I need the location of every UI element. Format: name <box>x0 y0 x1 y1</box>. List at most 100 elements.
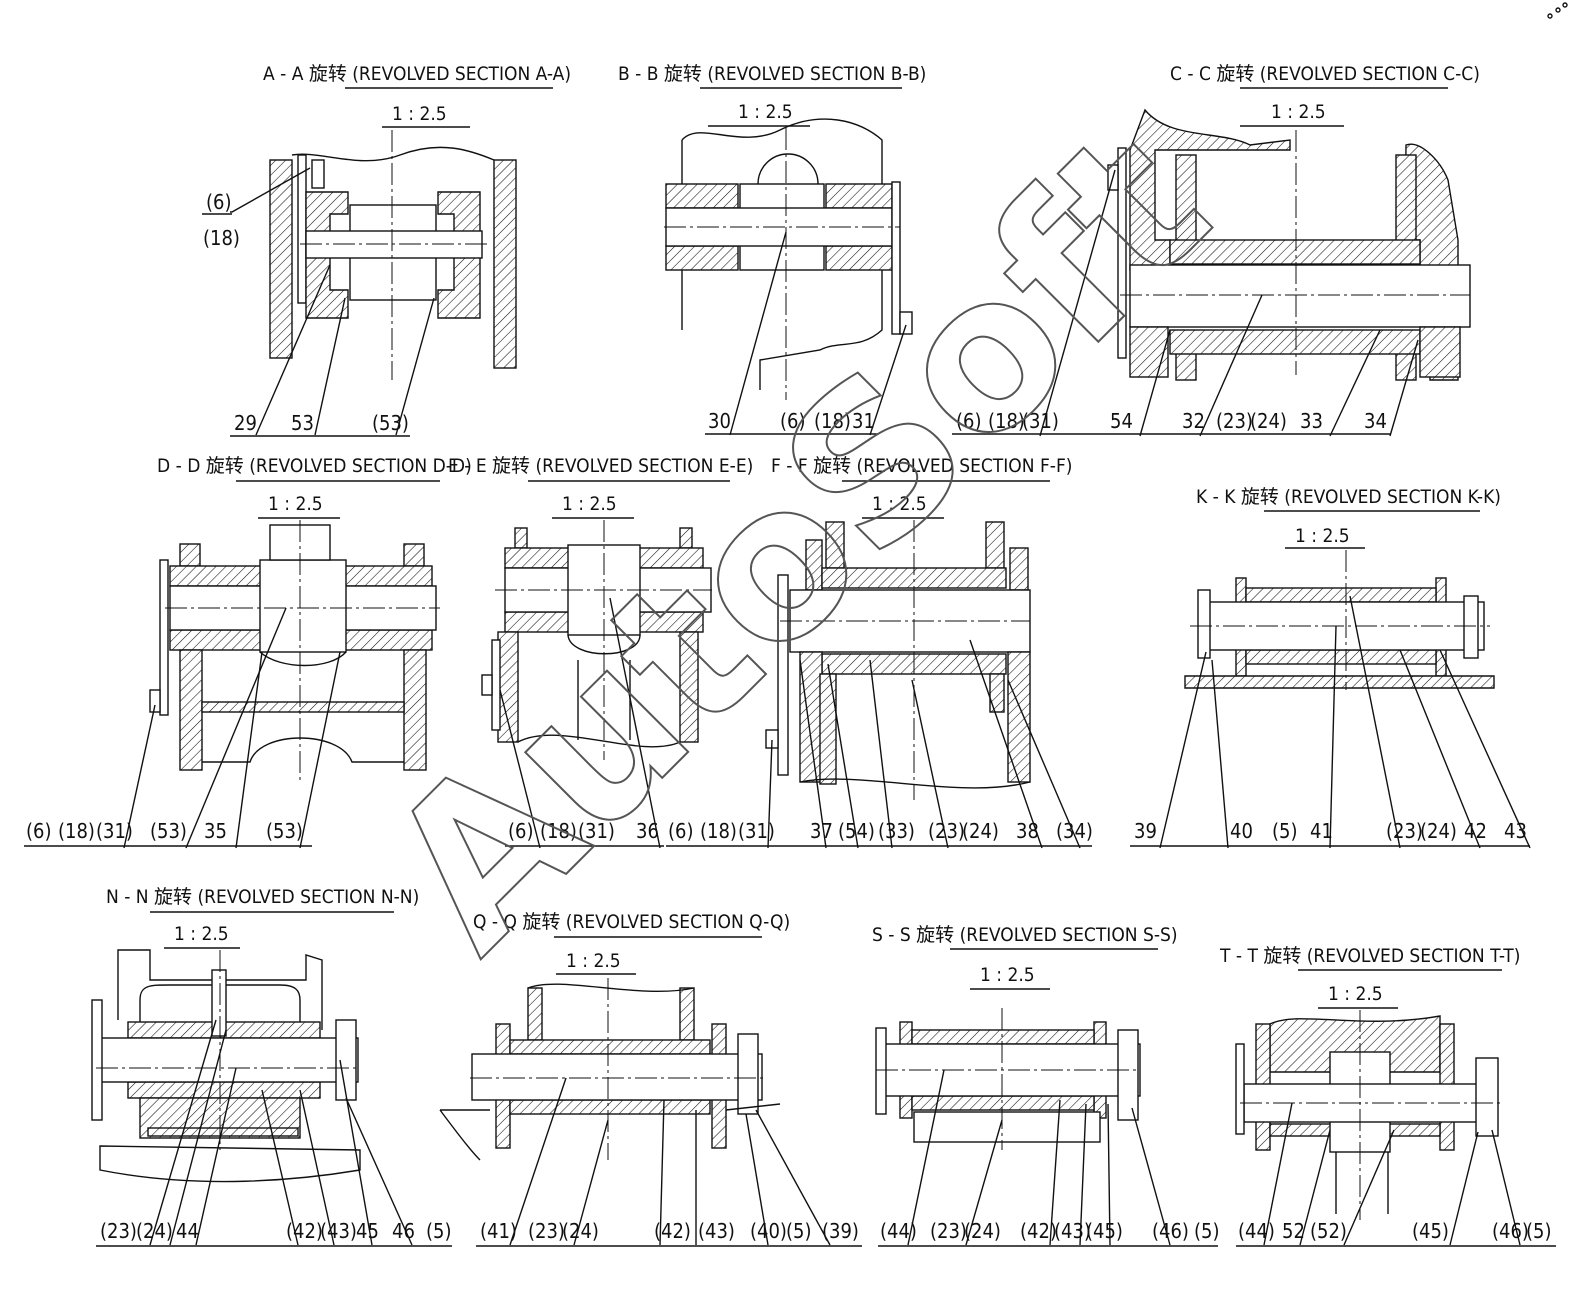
bb-callout-1: 30 <box>708 409 731 433</box>
dd-callout-2: (18) <box>58 819 95 843</box>
qq-callout-1: (41) <box>480 1219 517 1243</box>
qq-callout-4: (42) <box>654 1219 691 1243</box>
cc-callout-8: 33 <box>1300 409 1323 433</box>
tt-callout-4: (45) <box>1412 1219 1449 1243</box>
section-e-e-scale: 1 : 2.5 <box>562 493 617 515</box>
cc-callout-6: (23) <box>1216 409 1253 433</box>
qq-callout-7: (5) <box>786 1219 812 1243</box>
ff-callout-1: (6) <box>668 819 694 843</box>
section-q-q-title: Q - Q 旋转 (REVOLVED SECTION Q-Q) <box>473 911 790 933</box>
section-a-a: A - A 旋转 (REVOLVED SECTION A-A) 1 : 2.5 … <box>202 63 571 437</box>
nn-callout-6: 45 <box>356 1219 379 1243</box>
section-e-e: E - E 旋转 (REVOLVED SECTION E-E) 1 : 2.5 … <box>448 455 753 849</box>
kk-callout-5: (23) <box>1386 819 1423 843</box>
nn-callout-2: (24) <box>136 1219 173 1243</box>
ee-callout-2: (18) <box>540 819 577 843</box>
section-c-c: C - C 旋转 (REVOLVED SECTION C-C) 1 : 2.5 … <box>952 63 1480 437</box>
section-s-s-title: S - S 旋转 (REVOLVED SECTION S-S) <box>872 924 1178 946</box>
cc-callout-9: 34 <box>1364 409 1387 433</box>
qq-callout-5: (43) <box>698 1219 735 1243</box>
tt-callout-6: (5) <box>1526 1219 1552 1243</box>
dd-callout-5: 35 <box>204 819 227 843</box>
ee-callout-1: (6) <box>508 819 534 843</box>
section-b-b-title: B - B 旋转 (REVOLVED SECTION B-B) <box>618 63 926 85</box>
ss-callout-7: (46) <box>1152 1219 1189 1243</box>
section-f-f: F - F 旋转 (REVOLVED SECTION F-F) 1 : 2.5 … <box>666 455 1093 849</box>
nn-callout-5: (43) <box>320 1219 357 1243</box>
section-n-n: N - N 旋转 (REVOLVED SECTION N-N) 1 : 2.5 … <box>91 886 452 1247</box>
section-b-b-scale: 1 : 2.5 <box>738 101 793 123</box>
section-t-t-title: T - T 旋转 (REVOLVED SECTION T-T) <box>1219 945 1520 967</box>
tt-callout-5: (46) <box>1492 1219 1529 1243</box>
kk-callout-1: 39 <box>1134 819 1157 843</box>
qq-callout-6: (40) <box>750 1219 787 1243</box>
dd-callout-3: (31) <box>96 819 133 843</box>
ee-callout-4: 36 <box>636 819 659 843</box>
section-n-n-scale: 1 : 2.5 <box>174 923 229 945</box>
ss-callout-2: (23) <box>930 1219 967 1243</box>
tt-callout-3: (52) <box>1310 1219 1347 1243</box>
dd-callout-6: (53) <box>266 819 303 843</box>
bb-callout-3: (18) <box>814 409 851 433</box>
aa-callout-2: (18) <box>203 226 240 250</box>
bb-callout-2: (6) <box>780 409 806 433</box>
section-d-d-scale: 1 : 2.5 <box>268 493 323 515</box>
ss-callout-3: (24) <box>964 1219 1001 1243</box>
bb-callout-4: 31 <box>852 409 875 433</box>
dd-callout-4: (53) <box>150 819 187 843</box>
tt-callout-1: (44) <box>1238 1219 1275 1243</box>
ff-callout-4: 37 <box>810 819 833 843</box>
section-t-t: T - T 旋转 (REVOLVED SECTION T-T) 1 : 2.5 … <box>1219 945 1556 1247</box>
nn-callout-3: 44 <box>176 1219 199 1243</box>
section-a-a-scale: 1 : 2.5 <box>392 103 447 125</box>
cc-callout-4: 54 <box>1110 409 1133 433</box>
section-q-q: Q - Q 旋转 (REVOLVED SECTION Q-Q) 1 : 2.5 … <box>439 911 862 1247</box>
ff-callout-9: 38 <box>1016 819 1039 843</box>
ss-callout-6: (45) <box>1086 1219 1123 1243</box>
ff-callout-6: (33) <box>878 819 915 843</box>
section-c-c-title: C - C 旋转 (REVOLVED SECTION C-C) <box>1170 63 1480 85</box>
section-s-s: S - S 旋转 (REVOLVED SECTION S-S) 1 : 2.5 … <box>872 924 1220 1247</box>
kk-callout-8: 43 <box>1504 819 1527 843</box>
ff-callout-10: (34) <box>1056 819 1093 843</box>
section-t-t-scale: 1 : 2.5 <box>1328 983 1383 1005</box>
dd-callout-1: (6) <box>26 819 52 843</box>
corner-mark <box>1547 2 1568 19</box>
section-k-k-title: K - K 旋转 (REVOLVED SECTION K-K) <box>1196 486 1501 508</box>
section-c-c-scale: 1 : 2.5 <box>1271 101 1326 123</box>
cc-callout-7: (24) <box>1250 409 1287 433</box>
tt-callout-2: 52 <box>1282 1219 1305 1243</box>
section-n-n-title: N - N 旋转 (REVOLVED SECTION N-N) <box>106 886 419 908</box>
nn-callout-1: (23) <box>100 1219 137 1243</box>
cc-callout-1: (6) <box>956 409 982 433</box>
ss-callout-4: (42) <box>1020 1219 1057 1243</box>
section-k-k: K - K 旋转 (REVOLVED SECTION K-K) 1 : 2.5 … <box>1130 486 1531 849</box>
ss-callout-8: (5) <box>1194 1219 1220 1243</box>
cc-callout-5: 32 <box>1182 409 1205 433</box>
section-q-q-scale: 1 : 2.5 <box>566 950 621 972</box>
ss-callout-5: (43) <box>1054 1219 1091 1243</box>
kk-callout-2: 40 <box>1230 819 1253 843</box>
section-f-f-title: F - F 旋转 (REVOLVED SECTION F-F) <box>771 455 1072 477</box>
nn-callout-8: (5) <box>426 1219 452 1243</box>
section-e-e-title: E - E 旋转 (REVOLVED SECTION E-E) <box>448 455 753 477</box>
section-f-f-scale: 1 : 2.5 <box>872 493 927 515</box>
section-d-d-title: D - D 旋转 (REVOLVED SECTION D-D) <box>157 455 472 477</box>
aa-callout-3: 29 <box>234 411 257 435</box>
section-a-a-title: A - A 旋转 (REVOLVED SECTION A-A) <box>263 63 571 85</box>
aa-callout-1: (6) <box>206 190 232 214</box>
ss-callout-1: (44) <box>880 1219 917 1243</box>
qq-callout-2: (23) <box>528 1219 565 1243</box>
cc-callout-3: (31) <box>1022 409 1059 433</box>
qq-callout-8: (39) <box>822 1219 859 1243</box>
section-b-b: B - B 旋转 (REVOLVED SECTION B-B) 1 : 2.5 … <box>618 63 926 436</box>
ee-callout-3: (31) <box>578 819 615 843</box>
nn-callout-4: (42) <box>286 1219 323 1243</box>
kk-callout-6: (24) <box>1420 819 1457 843</box>
ff-callout-8: (24) <box>962 819 999 843</box>
aa-callout-4: 53 <box>291 411 314 435</box>
section-k-k-scale: 1 : 2.5 <box>1295 525 1350 547</box>
ff-callout-2: (18) <box>700 819 737 843</box>
